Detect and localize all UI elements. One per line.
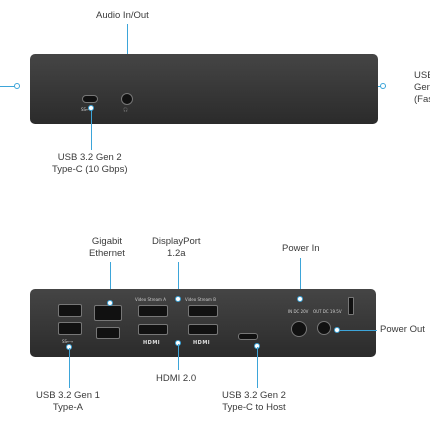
hdmi-port-b xyxy=(188,324,218,335)
ethernet-leader xyxy=(110,262,111,304)
ethernet-dot xyxy=(107,300,113,306)
audio-jack xyxy=(121,93,133,105)
dc-out-text: OUT DC 19.5V xyxy=(313,309,342,314)
power-out-label: Power Out xyxy=(380,324,425,335)
power-out-dot xyxy=(334,327,340,333)
usbc-host-leader xyxy=(257,347,258,388)
usba-ss-symbol: SS⟷ xyxy=(62,339,73,344)
usba-port-1 xyxy=(58,304,82,317)
security-slot xyxy=(348,297,354,315)
power-in-dot xyxy=(297,296,303,302)
hdmi-port-a xyxy=(138,324,168,335)
dc-in-port xyxy=(291,321,307,337)
right-edge-dot xyxy=(380,83,386,89)
ethernet-port xyxy=(94,305,122,321)
displayport-label: DisplayPort 1.2a xyxy=(152,236,201,259)
hdmi-leader xyxy=(178,344,179,370)
usbc-host-port xyxy=(238,333,258,340)
left-edge-dot xyxy=(14,83,20,89)
usba-port-2 xyxy=(58,322,82,335)
video-stream-b-text: Video Stream B xyxy=(185,297,216,302)
top-usbc-symbol: SS⟷ xyxy=(81,107,92,112)
displayport-leader xyxy=(178,262,179,298)
displayport-b xyxy=(188,305,218,317)
usba-label: USB 3.2 Gen 1 Type-A xyxy=(36,390,100,413)
top-usbc-label: USB 3.2 Gen 2 Type-C (10 Gbps) xyxy=(52,152,128,175)
right-cut-label: USB Gen (Fas xyxy=(414,70,430,105)
bottom-dock-body: SS⟷ Video Stream A Video Stream B HDMI H… xyxy=(30,289,376,357)
dc-out-port xyxy=(317,321,331,335)
audio-leader xyxy=(127,24,128,60)
audio-label: Audio In/Out xyxy=(96,10,149,21)
dc-in-text: IN DC 20V xyxy=(288,309,309,314)
power-out-leader xyxy=(337,330,377,331)
top-usbc-port xyxy=(82,95,98,103)
left-edge-leader xyxy=(0,86,16,87)
hdmi-logo-a: HDMI xyxy=(143,340,161,346)
usba-leader xyxy=(69,348,70,388)
power-in-label: Power In xyxy=(282,243,320,254)
video-stream-a-text: Video Stream A xyxy=(135,297,166,302)
top-usbc-leader xyxy=(91,108,92,150)
headset-icon: 🎧 xyxy=(123,107,128,112)
displayport-dot xyxy=(175,296,181,302)
ethernet-label: Gigabit Ethernet xyxy=(89,236,125,259)
top-dock-body: SS⟷ 🎧 xyxy=(30,54,378,124)
displayport-a xyxy=(138,305,168,317)
usbc-host-label: USB 3.2 Gen 2 Type-C to Host xyxy=(222,390,286,413)
hdmi-logo-b: HDMI xyxy=(193,340,211,346)
top-usbc-dot xyxy=(88,105,94,111)
hdmi-label: HDMI 2.0 xyxy=(156,373,197,384)
power-in-leader xyxy=(300,258,301,300)
usba-port-3 xyxy=(96,327,120,339)
